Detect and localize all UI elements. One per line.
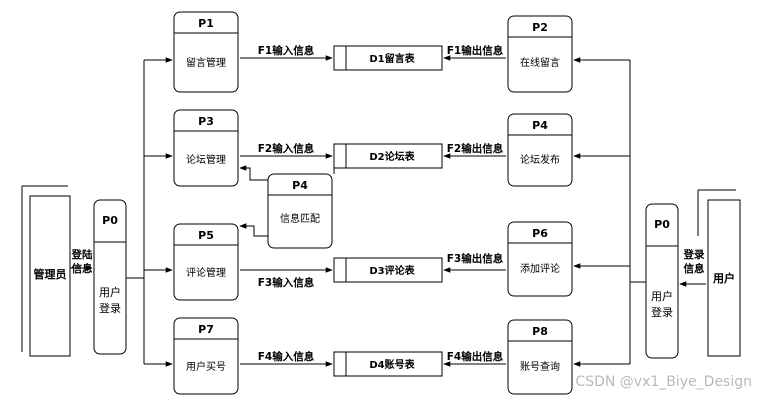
p6-id: P6 [532,227,548,240]
process-p0-left: P0 用户 登录 [93,199,127,355]
p0-right-id: P0 [654,218,670,231]
process-p5: P5 评论管理 [173,223,239,301]
store-d1: D1留言表 [333,45,443,71]
f4-out-label: F4输出信息 [447,350,504,363]
p1-id: P1 [198,17,214,30]
process-p2: P2 在线留言 [507,15,573,93]
f1-in-label: F1输入信息 [258,44,315,57]
p6-name: 添加评论 [520,262,560,275]
process-p4-match: P4 信息匹配 [267,173,333,249]
store-d2: D2论坛表 [333,143,443,169]
p1-name: 留言管理 [186,56,226,69]
process-p6: P6 添加评论 [507,221,573,297]
user-label: 用户 [713,271,735,285]
d4-name: D4账号表 [369,358,415,371]
store-d3: D3评论表 [333,257,443,283]
process-p8: P8 账号查询 [507,319,573,395]
f3-out-label: F3输出信息 [447,252,504,265]
p4-name: 论坛发布 [520,153,560,166]
f2-out-label: F2输出信息 [447,142,504,155]
watermark-text: CSDN @vx1_Biye_Design [575,374,752,390]
f2-in-label: F2输入信息 [258,142,315,155]
match-to-p3-arrow [239,165,268,181]
p5-name: 评论管理 [186,266,226,279]
p0-right-name-1: 用户 [651,289,673,303]
p3-name: 论坛管理 [186,153,226,166]
f3-in-label: F3输入信息 [258,276,315,289]
p4-match-id: P4 [292,179,308,192]
admin-login-label-2: 信息 [72,262,93,275]
process-p4: P4 论坛发布 [507,113,573,187]
p2-id: P2 [532,21,548,34]
p8-id: P8 [532,325,548,338]
d1-name: D1留言表 [369,52,415,65]
p5-id: P5 [198,229,214,242]
p4-match-name: 信息匹配 [280,212,320,225]
p8-name: 账号查询 [520,360,560,373]
process-p0-right: P0 用户 登录 [645,203,679,359]
d2-name: D2论坛表 [369,150,415,163]
p0-left-name-1: 用户 [99,285,121,299]
user-entity: 用户 [697,189,741,357]
p4-id: P4 [532,119,548,132]
process-p1: P1 留言管理 [173,11,239,93]
f4-in-label: F4输入信息 [258,350,315,363]
p7-name: 用户买号 [186,360,226,373]
admin-login-label-1: 登陆 [71,248,93,261]
user-login-label-1: 登录 [683,248,705,261]
user-login-label-2: 信息 [684,262,705,275]
process-p3: P3 论坛管理 [173,109,239,187]
p0-left-id: P0 [102,214,118,227]
p0-left-name-2: 登录 [99,301,121,315]
store-d4: D4账号表 [333,351,443,377]
p3-id: P3 [198,115,214,128]
d3-name: D3评论表 [369,264,415,277]
p0-right-name-2: 登录 [651,305,673,319]
f1-out-label: F1输出信息 [447,44,504,57]
process-p7: P7 用户买号 [173,317,239,395]
p2-name: 在线留言 [520,56,560,69]
admin-entity: 管理员 [21,185,71,357]
match-to-p5-arrow [239,223,268,237]
p7-id: P7 [198,323,214,336]
admin-label: 管理员 [34,267,67,281]
